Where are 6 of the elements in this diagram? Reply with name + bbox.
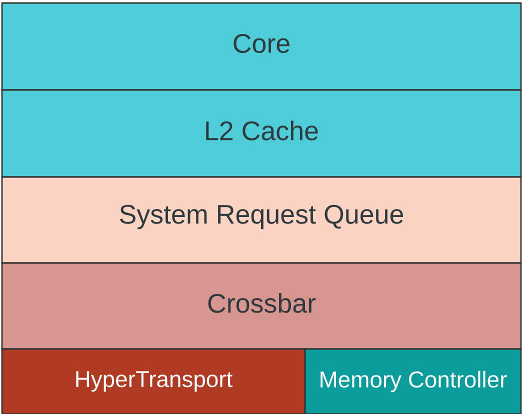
block-box: HyperTransport [1, 348, 306, 414]
layer-box: System Request Queue [1, 176, 522, 264]
layer-box: Crossbar [1, 262, 522, 350]
block-box: Memory Controller [304, 348, 522, 414]
layer-box: L2 Cache [1, 89, 522, 178]
layer-box: Core [1, 2, 522, 91]
